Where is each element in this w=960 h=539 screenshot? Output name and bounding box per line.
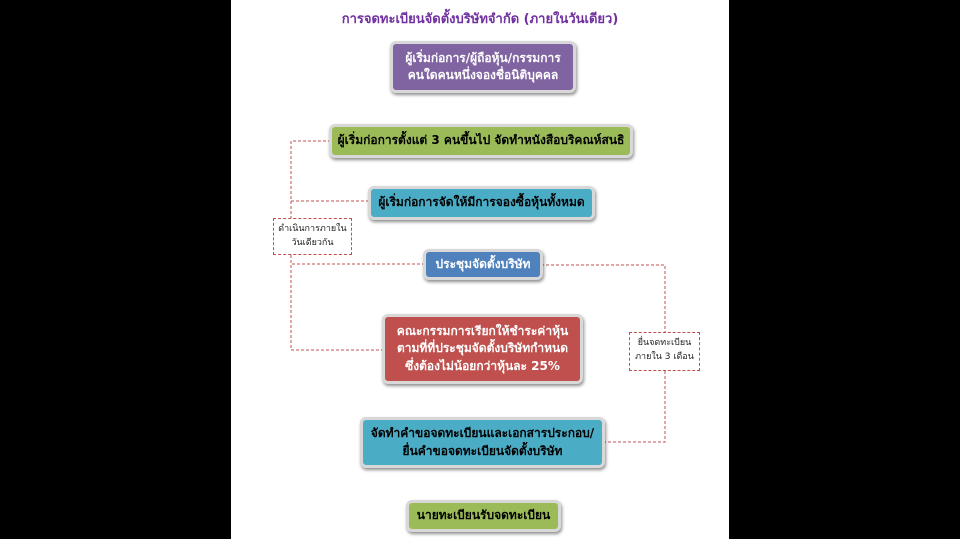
connector-step5 bbox=[290, 254, 384, 351]
connector-step4-right bbox=[541, 264, 666, 332]
step-text: ยื่นคำขอจดทะเบียนจัดตั้งบริษัท bbox=[402, 443, 563, 458]
note-text: ดำเนินการภายใน bbox=[278, 224, 347, 234]
step-text: ประชุมจัดตั้งบริษัท bbox=[435, 256, 531, 271]
step-text: ผู้เริ่มก่อการจัดให้มีการจองซื้อหุ้นทั้ง… bbox=[378, 195, 585, 210]
step-statutory-meeting: ประชุมจัดตั้งบริษัท bbox=[423, 249, 543, 280]
step-registrar-accepts: นายทะเบียนรับจดทะเบียน bbox=[406, 500, 561, 532]
step-memorandum: ผู้เริ่มก่อการตั้งแต่ 3 คนขึ้นไป จัดทำหน… bbox=[329, 124, 633, 158]
note-three-months: ยื่นจดทะเบียน ภายใน 3 เดือน bbox=[629, 332, 700, 371]
diagram-title: การจดทะเบียนจัดตั้งบริษัทจำกัด (ภายในวัน… bbox=[341, 12, 619, 27]
step-text: ซึ่งต้องไม่น้อยกว่าหุ้นละ 25% bbox=[405, 358, 560, 373]
step-share-subscription: ผู้เริ่มก่อการจัดให้มีการจองซื้อหุ้นทั้ง… bbox=[368, 186, 595, 220]
step-text: คนใดคนหนึ่งจองชื่อนิติบุคคล bbox=[407, 68, 559, 82]
note-text: ภายใน 3 เดือน bbox=[635, 351, 694, 362]
note-text: วันเดียวกัน bbox=[291, 237, 334, 248]
step-text: ผู้เริ่มก่อการ/ผู้ถือหุ้น/กรรมการ bbox=[405, 50, 561, 65]
step-reserve-name: ผู้เริ่มก่อการ/ผู้ถือหุ้น/กรรมการ คนใดคน… bbox=[390, 41, 576, 93]
note-text: ยื่นจดทะเบียน bbox=[637, 338, 692, 348]
step-text: ผู้เริ่มก่อการตั้งแต่ 3 คนขึ้นไป จัดทำหน… bbox=[337, 133, 625, 148]
slide: การจดทะเบียนจัดตั้งบริษัทจำกัด (ภายในวัน… bbox=[231, 0, 729, 539]
note-same-day: ดำเนินการภายใน วันเดียวกัน bbox=[273, 218, 352, 255]
connector-lines bbox=[290, 140, 666, 443]
step-share-payment: คณะกรรมการเรียกให้ชำระค่าหุ้น ตามที่ที่ป… bbox=[382, 314, 583, 384]
step-text: ตามที่ที่ประชุมจัดตั้งบริษัทกำหนด bbox=[396, 341, 569, 356]
connector-step2 bbox=[290, 140, 331, 218]
step-text: คณะกรรมการเรียกให้ชำระค่าหุ้น bbox=[396, 323, 569, 338]
step-text: นายทะเบียนรับจดทะเบียน bbox=[416, 508, 551, 523]
connector-step6 bbox=[603, 371, 666, 443]
step-submit-registration: จัดทำคำขอจดทะเบียนและเอกสารประกอบ/ ยื่นค… bbox=[360, 417, 605, 468]
step-text: จัดทำคำขอจดทะเบียนและเอกสารประกอบ/ bbox=[370, 426, 595, 441]
connector-step4-left bbox=[290, 254, 425, 265]
